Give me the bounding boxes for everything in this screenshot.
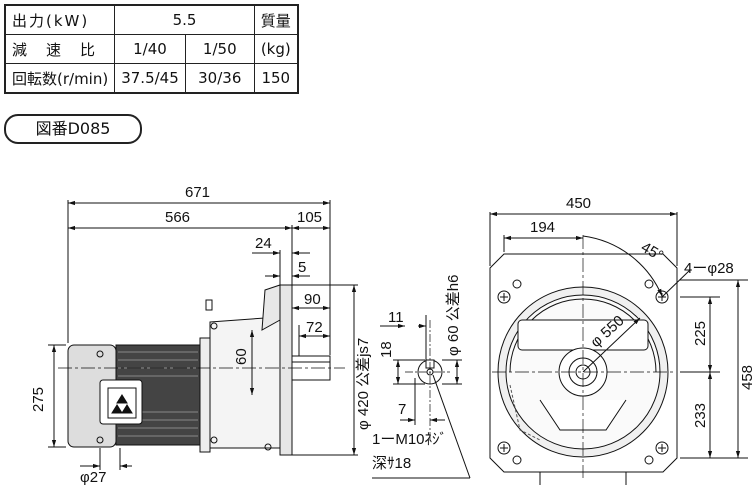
dim-450: 450 bbox=[566, 195, 591, 212]
dim-11: 11 bbox=[388, 309, 404, 326]
speed-value-2: 30/36 bbox=[184, 63, 255, 94]
output-value: 5.5 bbox=[114, 4, 255, 35]
dim-233: 233 bbox=[692, 403, 709, 428]
dim-phi420: φ 420 公差js7 bbox=[355, 338, 372, 430]
ratio-label: 減 速 比 bbox=[4, 34, 116, 64]
dim-24: 24 bbox=[255, 235, 272, 252]
mitsubishi-logo-icon bbox=[116, 394, 128, 404]
dim-225: 225 bbox=[692, 321, 709, 346]
side-view bbox=[48, 200, 358, 470]
mass-unit: (kg) bbox=[253, 34, 299, 64]
dim-4xphi28: 4ーφ28 bbox=[684, 260, 734, 277]
dim-105: 105 bbox=[297, 209, 322, 226]
thread-depth-label: 深ｻ18 bbox=[372, 455, 411, 472]
dim-72: 72 bbox=[306, 319, 323, 336]
dim-18: 18 bbox=[378, 341, 395, 358]
shaft-end-view bbox=[372, 315, 471, 479]
speed-value-1: 37.5/45 bbox=[114, 63, 186, 94]
front-view bbox=[489, 211, 748, 485]
dim-275: 275 bbox=[30, 387, 47, 412]
ratio-value-2: 1/50 bbox=[184, 34, 255, 64]
gearbox-housing bbox=[209, 315, 281, 449]
dim-194: 194 bbox=[530, 219, 555, 236]
dim-671: 671 bbox=[185, 184, 210, 201]
spec-table: 出力(kW) 5.5 質量 減 速 比 1/40 1/50 (kg) 回転数(r… bbox=[4, 4, 299, 94]
dim-phi60: φ 60 公差h6 bbox=[445, 275, 462, 356]
speed-label: 回転数(r/min) bbox=[4, 63, 116, 94]
dim-phi27: φ27 bbox=[80, 469, 106, 485]
dim-566: 566 bbox=[165, 209, 190, 226]
dim-60: 60 bbox=[233, 348, 250, 365]
dim-90: 90 bbox=[304, 291, 321, 308]
dim-7: 7 bbox=[398, 401, 406, 418]
thread-label: 1ーM10ﾈｼﾞ bbox=[372, 431, 447, 448]
mass-label: 質量 bbox=[253, 4, 299, 35]
dim-5: 5 bbox=[298, 259, 306, 276]
dim-458: 458 bbox=[739, 365, 756, 390]
drawing-number-badge: 図番D085 bbox=[4, 114, 142, 144]
table-row: 出力(kW) 5.5 質量 bbox=[4, 4, 299, 35]
output-flange bbox=[279, 284, 293, 456]
table-row: 回転数(r/min) 37.5/45 30/36 150 bbox=[4, 63, 299, 94]
mass-value: 150 bbox=[253, 63, 299, 94]
table-row: 減 速 比 1/40 1/50 (kg) bbox=[4, 34, 299, 64]
motor-flange bbox=[199, 337, 211, 453]
ratio-value-1: 1/40 bbox=[114, 34, 186, 64]
